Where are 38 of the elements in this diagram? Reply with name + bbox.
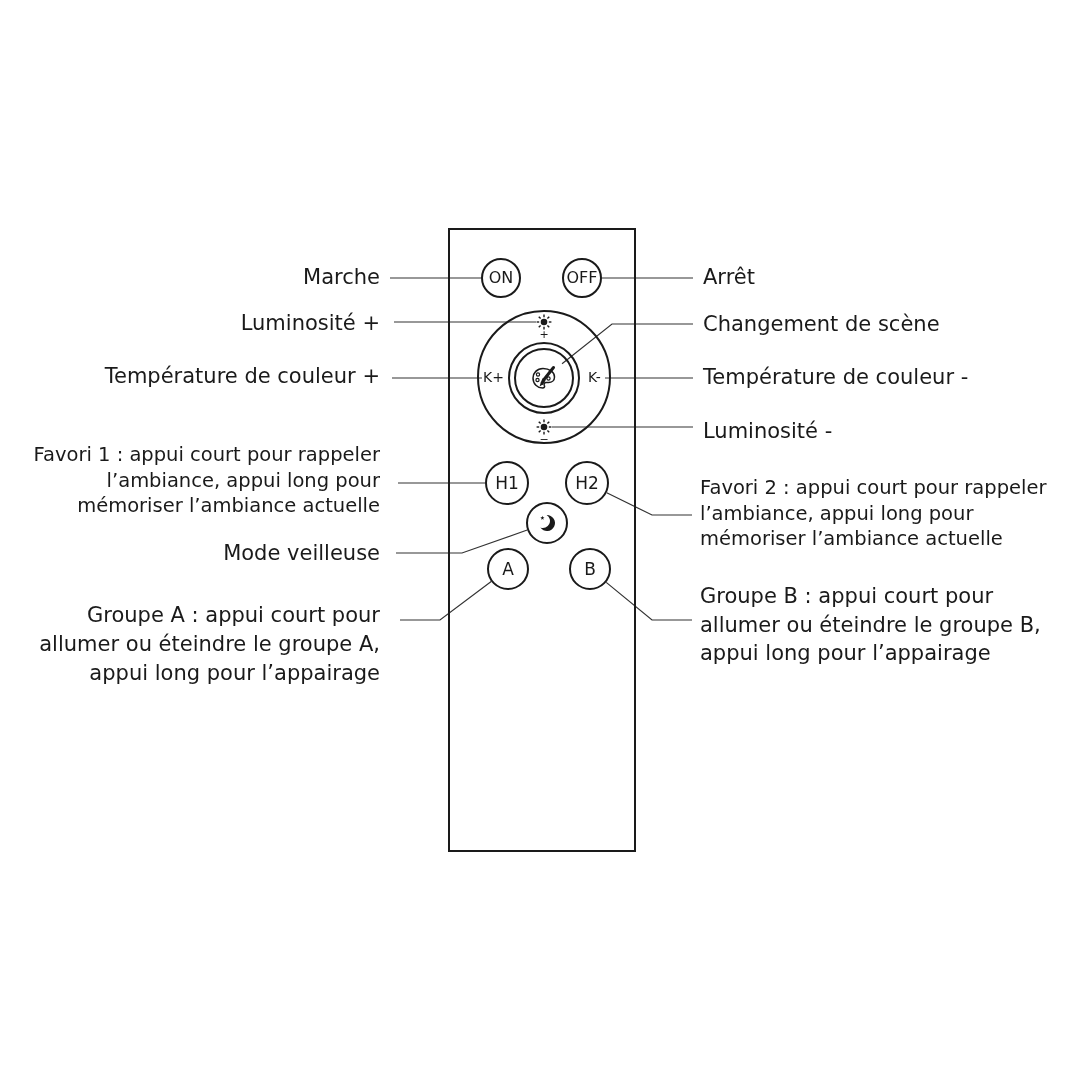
remote-button — [508, 342, 580, 414]
leader-line — [561, 323, 694, 365]
key-sign: + — [538, 330, 550, 340]
callout-text: Groupe B : appui court pour allumer ou éteindre le groupe B, appui long pour l’appairage — [700, 582, 1042, 668]
key-label: K- — [584, 367, 605, 388]
remote-button: A — [487, 548, 529, 590]
callout-text: Température de couleur - — [703, 364, 970, 390]
dial-ring — [477, 310, 611, 444]
leader-line — [389, 277, 482, 279]
leader-line — [604, 377, 694, 379]
leader-line — [551, 426, 694, 428]
leader-line — [391, 377, 483, 379]
callout-text: Changement de scène — [703, 311, 941, 337]
remote-button: OFF — [562, 258, 602, 298]
leader-line — [393, 321, 537, 323]
callout-text: Mode veilleuse — [222, 540, 380, 566]
callout-text: Favori 1 : appui court pour rappeler l’ambiance, appui long pour mémoriser l’ambiance actuelle — [32, 442, 380, 519]
callout-text: Luminosité - — [703, 418, 834, 444]
callout-text: Marche — [302, 264, 380, 290]
leader-line — [395, 529, 528, 554]
leader-line — [397, 482, 486, 484]
key-sign: − — [538, 435, 550, 445]
leader-line — [399, 581, 492, 621]
callout-text: Température de couleur + — [103, 363, 380, 389]
callout-text: Arrêt — [703, 264, 756, 290]
remote-control-body — [448, 228, 636, 852]
remote-button: B — [569, 548, 611, 590]
remote-button: ON — [481, 258, 521, 298]
callout-text: Favori 2 : appui court pour rappeler l’ambiance, appui long pour mémoriser l’ambiance actuelle — [700, 475, 1048, 552]
leader-line — [601, 277, 694, 279]
callout-text: Groupe A : appui court pour allumer ou éteindre le groupe A, appui long pour l’appairage — [38, 601, 380, 688]
callout-text: Luminosité + — [239, 310, 380, 336]
leader-line — [606, 492, 693, 516]
remote-button: H1 — [485, 461, 529, 505]
remote-button: H2 — [565, 461, 609, 505]
leader-line — [605, 581, 693, 621]
key-label: K+ — [482, 367, 505, 388]
remote-button — [526, 502, 568, 544]
